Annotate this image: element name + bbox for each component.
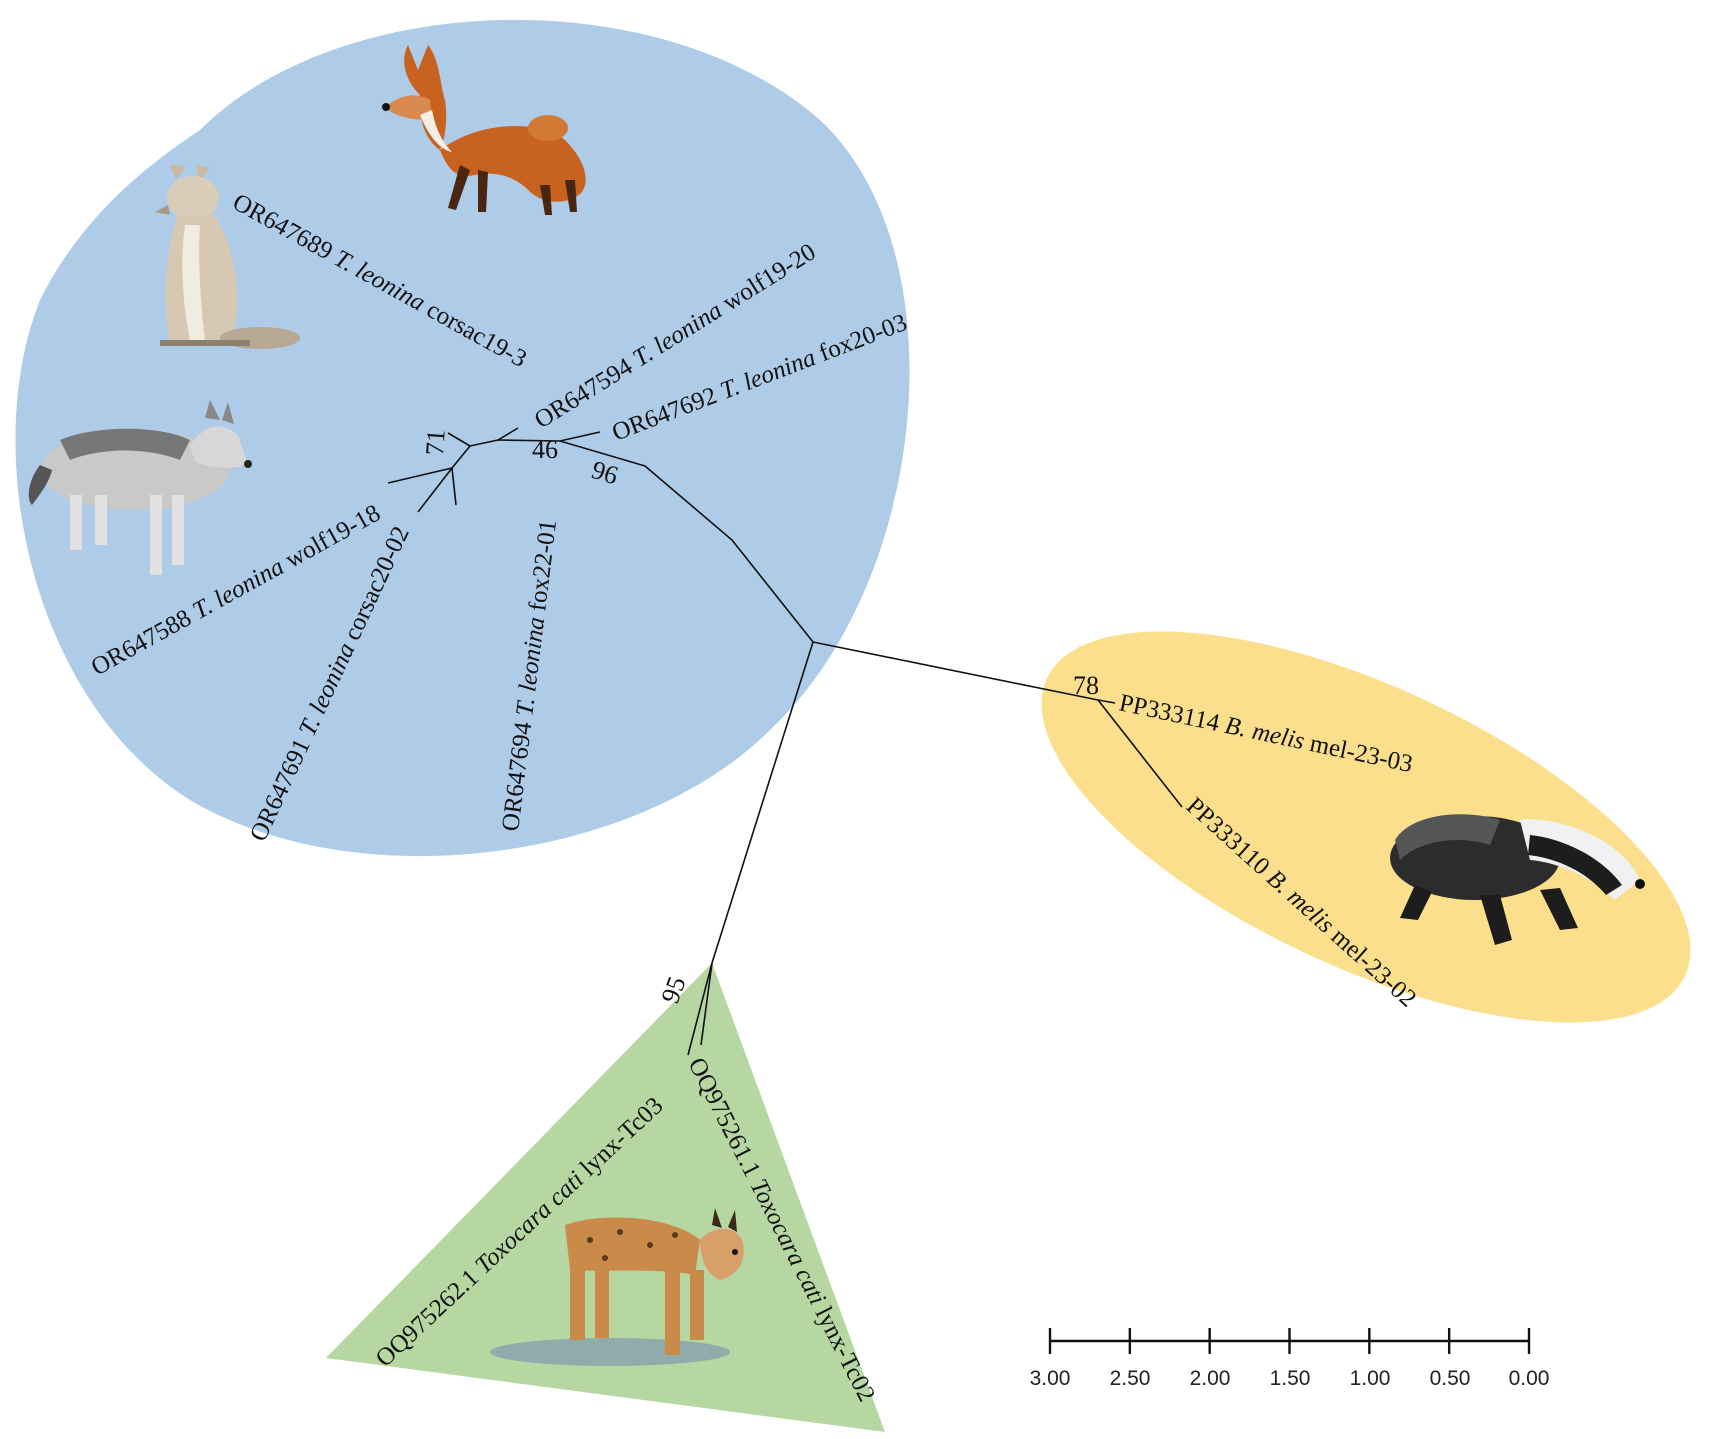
branch-wolf-node [451,445,471,469]
branch-badger [812,641,1099,701]
bootstrap-78: 78 [1073,671,1099,700]
bootstrap-46: 46 [532,435,558,464]
corsac-fox-illustration [155,165,300,349]
grey-wolf-illustration [28,400,252,575]
bootstrap-71: 71 [420,428,451,456]
lynx-illustration [490,1208,744,1366]
scale-tick-label-1.50: 1.50 [1270,1367,1311,1390]
scale-bar-ticks [1048,1328,1531,1354]
badger-clade-region [1041,631,1691,1023]
branch-lynx-Tc03 [700,962,713,1046]
scale-tick-label-3.00: 3.00 [1030,1367,1071,1390]
scale-tick-label-1.00: 1.00 [1350,1367,1391,1390]
branch-lynx-Tc02 [687,962,713,1056]
branch-lynx [711,641,814,964]
branch-fox20-03 [559,431,601,442]
canid-clade-region [15,19,910,857]
lynx-clade-region [326,963,885,1432]
branch-wolf19-20 [497,427,519,441]
branch-wolf19-18 [387,467,453,484]
red-fox-illustration [382,45,586,215]
scale-tick-label-2.50: 2.50 [1110,1367,1151,1390]
branch-backbone [469,439,814,643]
scale-bar: 3.00 2.50 2.00 1.50 1.00 0.50 0.00 [1030,1328,1550,1390]
branch-fox22-01 [451,467,457,506]
branch-corsac19-3 [447,432,471,447]
scale-tick-label-0.50: 0.50 [1430,1367,1471,1390]
eurasian-badger-illustration [1390,814,1645,945]
scale-tick-label-2.00: 2.00 [1190,1367,1231,1390]
branch-corsac20-02 [417,467,453,513]
branch-mel-23-02 [1097,699,1183,808]
branch-mel-23-03 [1097,699,1116,704]
tree-branches [387,427,1183,1056]
scale-tick-label-0.00: 0.00 [1509,1367,1550,1390]
